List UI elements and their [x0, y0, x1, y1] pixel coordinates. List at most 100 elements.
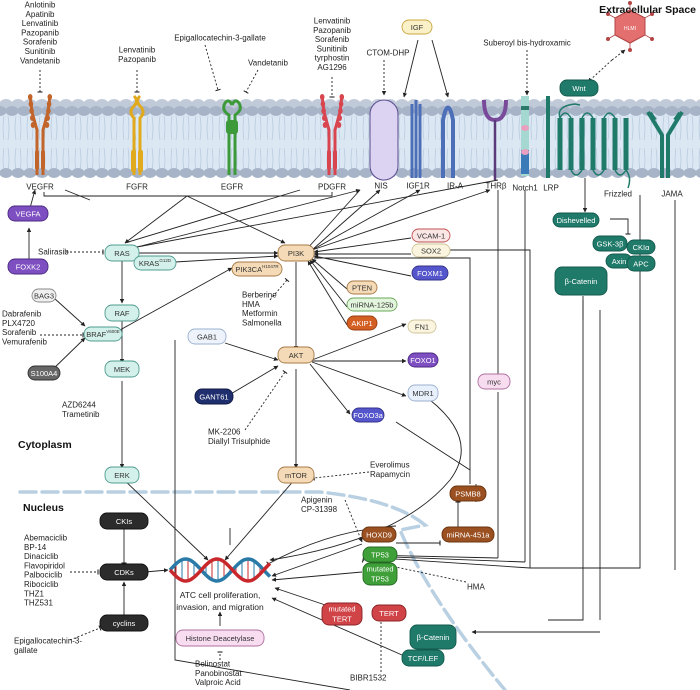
node-cyclins[interactable]: cyclins	[99, 614, 149, 632]
node-tp53[interactable]: TP53	[362, 546, 398, 563]
pathway-edge	[431, 39, 450, 98]
node-bcat_c[interactable]: β-Catenin	[554, 266, 608, 296]
node-braf[interactable]: BRAFV600E	[83, 326, 123, 342]
drug-name: Vandetanib	[20, 56, 60, 65]
node-hoxd9[interactable]: HOXD9	[361, 526, 397, 543]
drug-name: Vemurafenib	[2, 337, 47, 346]
node-raf[interactable]: RAF	[104, 304, 140, 322]
node-shape	[187, 328, 227, 345]
node-bcat_n[interactable]: β-Catenin	[409, 624, 457, 650]
node-myc[interactable]: myc	[477, 373, 511, 390]
node-label: CDKs	[114, 568, 134, 577]
node-label: PI3K	[288, 249, 304, 258]
node-label: AKT	[289, 351, 304, 360]
node-akip1[interactable]: AKIP1	[346, 315, 378, 331]
node-fn1[interactable]: FN1	[407, 319, 437, 334]
drug-name: Ribociclib	[24, 580, 59, 589]
node-tert[interactable]: TERT	[371, 604, 407, 622]
node-shape	[559, 79, 599, 97]
node-label: PTEN	[352, 283, 372, 292]
node-erk[interactable]: ERK	[104, 466, 140, 484]
node-label-text: PTEN	[352, 283, 372, 292]
node-label-text: AKT	[289, 351, 304, 360]
node-ckis[interactable]: CKIs	[99, 512, 149, 530]
node-vegfa[interactable]: VEGFA	[7, 205, 49, 222]
node-mir451a[interactable]: miRNA-451a	[441, 526, 495, 543]
node-pten[interactable]: PTEN	[346, 280, 378, 295]
node-ck1a[interactable]: CKIα	[626, 239, 656, 255]
node-psmb8[interactable]: PSMB8	[449, 485, 487, 502]
node-shape	[411, 228, 451, 243]
node-wnt[interactable]: Wnt	[559, 79, 599, 97]
node-foxm1[interactable]: FOXM1	[411, 265, 449, 281]
node-gant61[interactable]: GANT61	[194, 388, 234, 405]
node-label: CKIs	[116, 517, 133, 526]
node-shape	[477, 373, 511, 390]
node-s100a4[interactable]: S100A4	[27, 365, 61, 381]
node-label-text: BAG3	[34, 291, 54, 300]
node-label-text: RAS	[114, 249, 129, 258]
pathway-edge	[307, 260, 348, 326]
node-pik3ca[interactable]: PIK3CAH1047R	[231, 261, 283, 277]
pathway-edge	[64, 189, 91, 201]
node-label-text: MDR1	[412, 389, 433, 398]
node-label-text: S100A4	[31, 369, 58, 378]
node-label-text: FOXM1	[417, 269, 443, 278]
node-label: PSMB8	[455, 489, 480, 498]
drug-name: Dinaciclib	[24, 552, 59, 561]
node-label: miRNA-125b	[351, 300, 394, 309]
node-tcflef[interactable]: TCF/LEF	[401, 649, 445, 667]
drug-name: Metformin	[242, 309, 278, 318]
pathway-edge	[314, 257, 471, 484]
drug-name: Lenvatinib	[314, 17, 351, 26]
drug-list-notch: Suberoyl bis-hydroxamic	[483, 39, 571, 48]
node-bag3[interactable]: BAG3	[31, 288, 57, 303]
drug-name: AG1296	[317, 63, 347, 72]
node-shape	[409, 624, 457, 650]
node-shape	[351, 407, 385, 423]
node-akt[interactable]: AKT	[277, 346, 315, 364]
drug-name: Palbociclib	[24, 571, 63, 580]
node-mdr1[interactable]: MDR1	[407, 384, 439, 402]
node-label-text: VCAM-1	[417, 231, 445, 240]
node-vcam1[interactable]: VCAM-1	[411, 228, 451, 243]
node-foxo1[interactable]: FOXO1	[407, 352, 439, 368]
node-kras[interactable]: KRASG12D	[133, 255, 177, 271]
virus-icon: HLMI	[606, 1, 654, 52]
receptor-label-ira: IR-A	[447, 182, 464, 191]
node-foxo3a[interactable]: FOXO3a	[351, 407, 385, 423]
drug-name: Pazopanib	[118, 55, 156, 64]
drug-name: THZ531	[24, 599, 53, 608]
node-pi3k[interactable]: PI3K	[277, 244, 315, 262]
drug-name: Sorafenib	[315, 35, 350, 44]
drug-name: PLX4720	[2, 319, 35, 328]
receptor-label-notch1: Notch1	[512, 184, 538, 193]
node-label: cyclins	[113, 619, 136, 628]
drug-name: CTOM-DHP	[367, 49, 410, 58]
node-gsk3b[interactable]: GSK-3β	[592, 235, 628, 252]
node-gab1[interactable]: GAB1	[187, 328, 227, 345]
pathway-edge	[309, 363, 351, 415]
node-cdks[interactable]: CDKs	[99, 563, 149, 581]
node-label-text: Wnt	[572, 84, 586, 93]
node-foxk2[interactable]: FOXK2	[7, 258, 49, 275]
node-mir125b[interactable]: miRNA-125b	[346, 297, 398, 312]
node-dishevelled[interactable]: Dishevelled	[552, 212, 600, 228]
node-mtor[interactable]: mTOR	[277, 466, 315, 484]
pathway-edge	[313, 237, 412, 254]
drug-name: Anlotinib	[25, 1, 56, 10]
node-hdac[interactable]: Histone Deacetylase	[175, 629, 265, 647]
node-igf[interactable]: IGF	[401, 19, 433, 35]
drug-name: Salmonella	[242, 318, 282, 327]
pathway-edge	[344, 499, 363, 543]
node-shape	[449, 485, 487, 502]
node-sox2[interactable]: SOX2	[411, 243, 451, 258]
pathway-edge	[530, 195, 641, 569]
node-apc[interactable]: APC	[626, 255, 656, 272]
node-mek[interactable]: MEK	[104, 360, 140, 378]
node-ras[interactable]: RAS	[104, 244, 140, 262]
